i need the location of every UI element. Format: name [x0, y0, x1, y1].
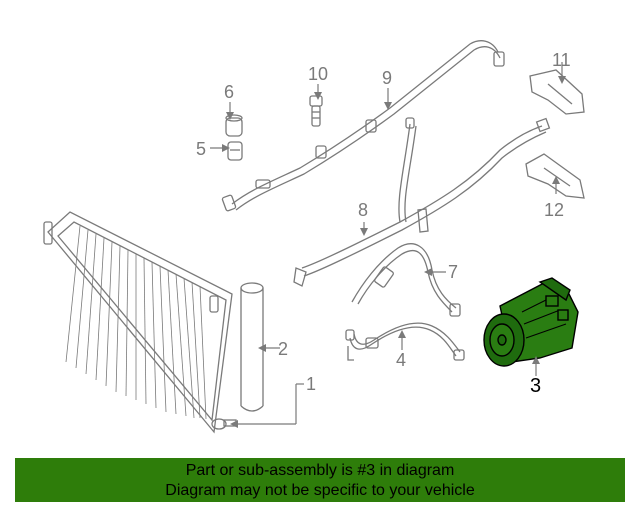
callout-5: 5 [196, 139, 206, 159]
part-info-banner: Part or sub-assembly is #3 in diagram Di… [15, 458, 625, 502]
hose-line-9[interactable] [221, 40, 505, 212]
service-cap[interactable] [225, 114, 243, 137]
bracket-12[interactable] [525, 153, 585, 199]
pressure-switch[interactable] [309, 95, 323, 127]
condenser[interactable] [43, 211, 237, 434]
callout-4: 4 [396, 350, 406, 370]
hose-line-4[interactable] [345, 322, 465, 361]
callout-6: 6 [224, 82, 234, 102]
service-valve[interactable] [227, 141, 243, 161]
callout-1: 1 [306, 374, 316, 394]
callout-9: 9 [382, 68, 392, 88]
ac-compressor[interactable] [483, 277, 579, 367]
callout-12: 12 [544, 200, 564, 220]
callout-7: 7 [448, 262, 458, 282]
hose-line-7[interactable] [351, 243, 461, 317]
callout-11: 11 [552, 50, 571, 70]
banner-line-disclaimer: Diagram may not be specific to your vehi… [165, 482, 475, 499]
callout-arrowheads [222, 76, 566, 428]
hose-line-8[interactable] [293, 117, 551, 287]
callout-10: 10 [308, 64, 328, 84]
callout-8: 8 [358, 200, 368, 220]
receiver-drier[interactable] [240, 282, 264, 412]
banner-line-part: Part or sub-assembly is #3 in diagram [185, 462, 455, 479]
callout-3: 3 [530, 375, 541, 397]
callout-2: 2 [278, 339, 288, 359]
bracket-11[interactable] [529, 69, 585, 115]
